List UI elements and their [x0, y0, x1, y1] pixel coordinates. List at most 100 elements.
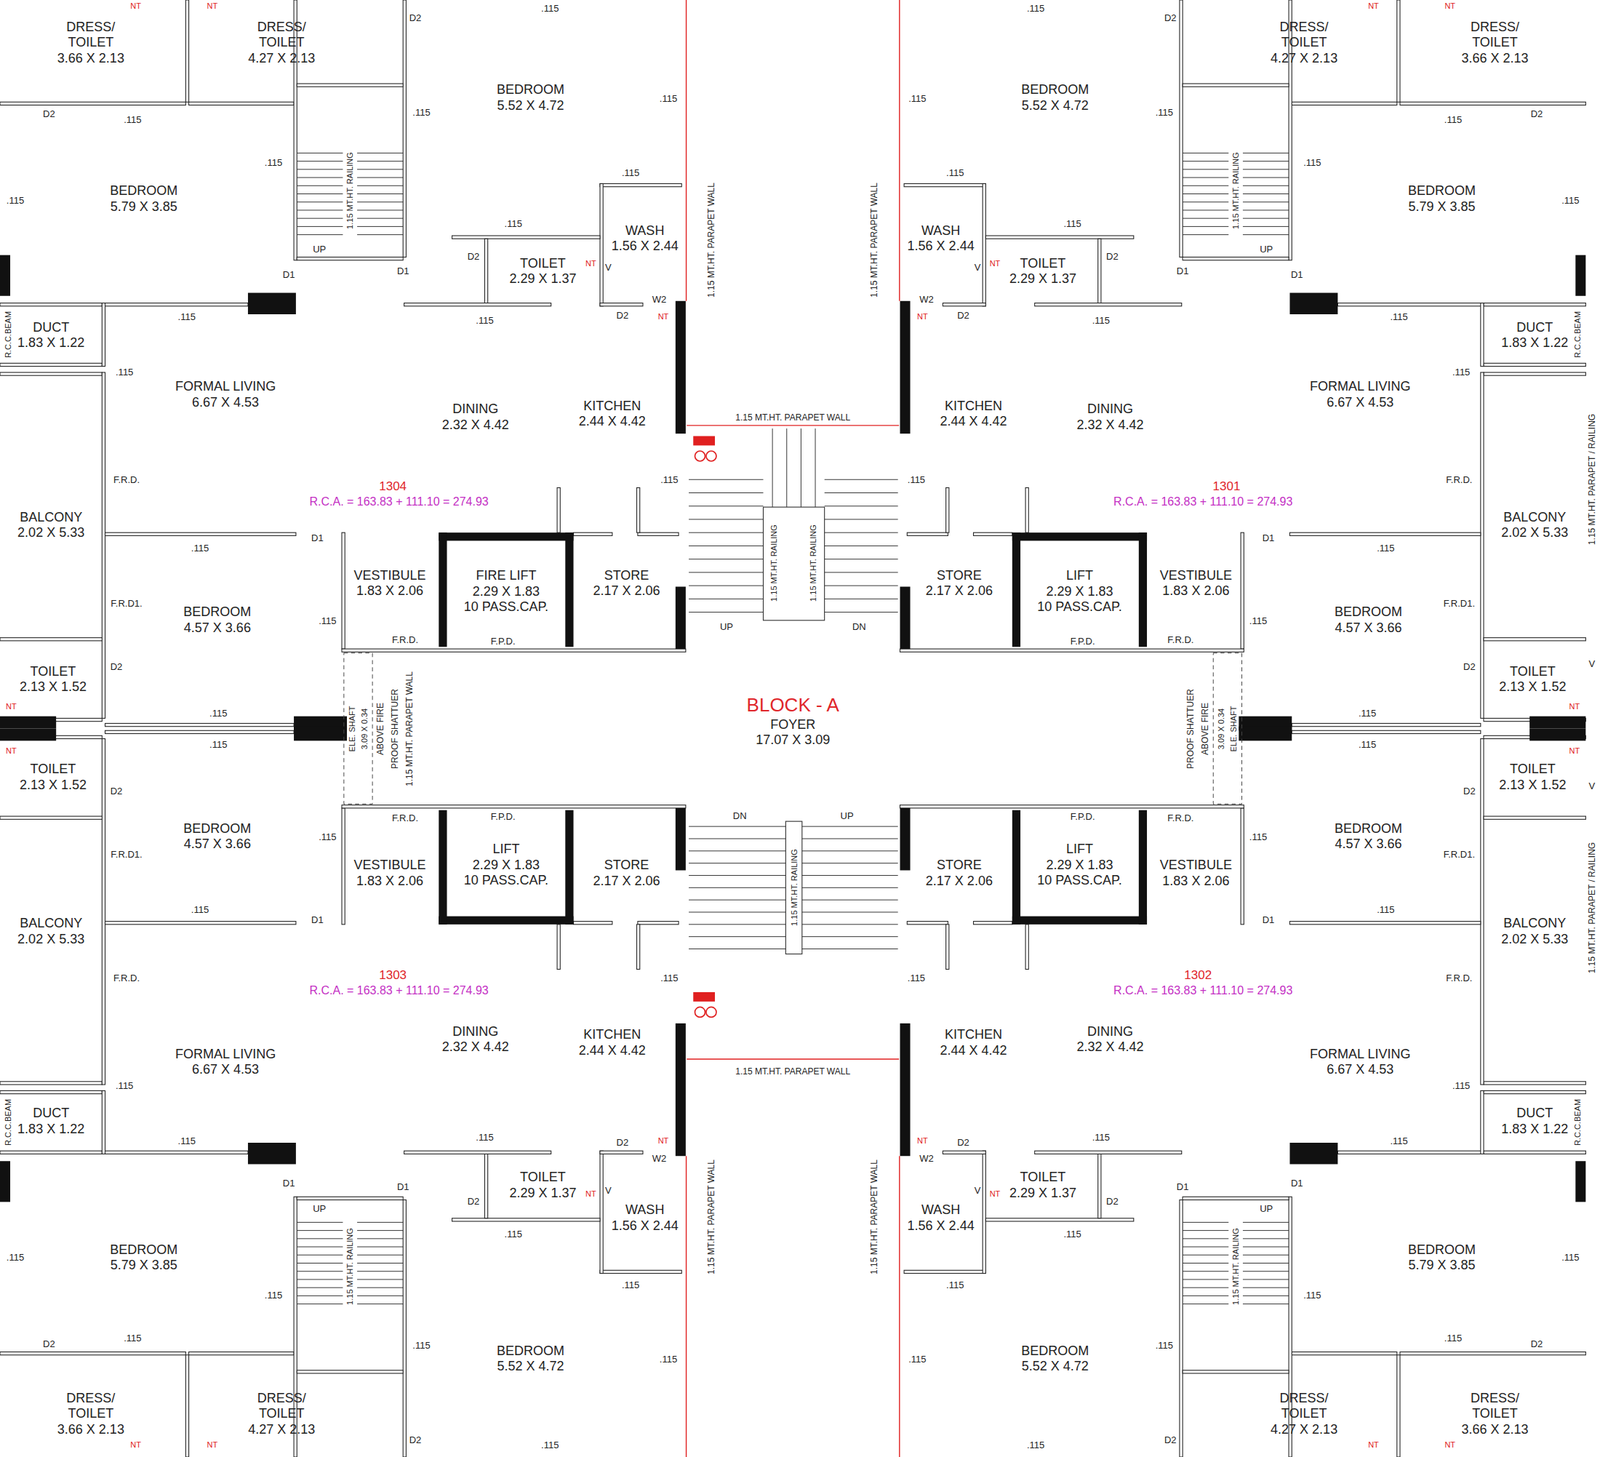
room-label: DRESS/ TOILET3.66 X 2.13 — [48, 18, 134, 68]
room-label: WASH1.56 X 2.44 — [905, 1201, 977, 1235]
unit-plan — [899, 0, 1587, 731]
door-tag: D2 — [1530, 108, 1544, 118]
room-label: DUCT1.83 X 1.22 — [15, 319, 87, 352]
door-tag: F.P.D. — [1070, 635, 1096, 646]
stair-railing — [762, 506, 824, 621]
dimension-label: .115 — [318, 832, 336, 842]
note-text: 1.15 MT.HT. PARAPET WALL — [706, 182, 716, 298]
room-label: VESTIBULE1.83 X 2.06 — [351, 856, 428, 890]
room-name: LIFT — [1037, 568, 1122, 584]
dimension-label: .115 — [541, 3, 559, 14]
room-name: VESTIBULE — [353, 857, 426, 874]
door-tag: UP — [1259, 1202, 1273, 1213]
room-size: 2.02 X 5.33 — [1501, 525, 1568, 542]
room-size: 5.52 X 4.72 — [1021, 1358, 1089, 1375]
room-size: 4.27 X 2.13 — [1264, 50, 1344, 67]
room-label: DUCT1.83 X 1.22 — [1498, 1104, 1571, 1138]
dimension-label: .115 — [1452, 366, 1470, 376]
room-name: BEDROOM — [183, 604, 251, 621]
dimension-label: .115 — [504, 218, 523, 229]
note-text: 1.15 MT.HT. PARAPET WALL — [869, 182, 879, 298]
door-tag: D1 — [311, 533, 324, 543]
door-tag: D2 — [616, 1136, 630, 1147]
room-label: BEDROOM5.79 X 3.85 — [1405, 182, 1478, 216]
door-tag: W2 — [652, 293, 667, 304]
room-name: STORE — [925, 857, 993, 874]
dimension-label: .115 — [1063, 218, 1081, 229]
lift-box: LIFT2.29 X 1.8310 PASS.CAP. — [1034, 840, 1124, 890]
dimension-label: .115 — [318, 615, 336, 625]
parapet-line — [686, 1058, 899, 1059]
room-label: BEDROOM4.57 X 3.66 — [181, 603, 254, 637]
dimension-label: .115 — [1249, 615, 1267, 625]
room-name: DRESS/ TOILET — [1454, 19, 1535, 51]
room-size: 2.32 X 4.42 — [1076, 417, 1144, 434]
dimension-label: .115 — [264, 1289, 283, 1299]
dimension-label: .115 — [115, 1080, 134, 1091]
door-tag: DN — [733, 810, 747, 820]
room-size: 2.44 X 4.42 — [939, 413, 1007, 430]
room-name: BEDROOM — [496, 1343, 565, 1360]
dimension-label: .115 — [946, 1279, 964, 1289]
room-name: BEDROOM — [1021, 1343, 1089, 1360]
room-label: BALCONY2.02 X 5.33 — [15, 914, 87, 948]
room-size: 2.29 X 1.37 — [1009, 271, 1077, 288]
room-name: DINING — [1076, 1024, 1144, 1040]
room-label: TOILET2.29 X 1.37 — [1007, 255, 1079, 288]
door-tag: D1 — [397, 1181, 410, 1192]
door-tag: D2 — [1164, 12, 1177, 22]
room-size: FOYER — [746, 717, 840, 734]
room-size: 3.66 X 2.13 — [50, 1421, 131, 1438]
room-name: DUCT — [17, 1105, 85, 1122]
note-text: 1.15 MT.HT. RAILING — [1232, 1227, 1240, 1305]
room-name: DRESS/ TOILET — [1454, 1390, 1535, 1422]
note-text: 1.15 MT.HT. RAILING — [346, 1227, 355, 1305]
door-tag: D2 — [42, 1338, 56, 1349]
room-name: STORE — [925, 568, 993, 584]
room-size: 5.52 X 4.72 — [1021, 98, 1089, 115]
room-size: 10 PASS.CAP. — [464, 599, 549, 616]
dimension-label: .115 — [1092, 1131, 1110, 1142]
room-label: BEDROOM5.52 X 4.72 — [494, 81, 567, 115]
door-tag: D1 — [311, 914, 324, 924]
room-size: 6.67 X 4.53 — [1309, 394, 1411, 411]
door-tag: D1 — [282, 1177, 296, 1187]
room-name: KITCHEN — [939, 1026, 1007, 1043]
door-tag: F.R.D. — [113, 474, 140, 485]
room-label: DINING2.32 X 4.42 — [440, 1023, 512, 1056]
room-label: BALCONY2.02 X 5.33 — [1498, 509, 1571, 542]
dimension-label: .115 — [209, 738, 227, 749]
unit-plan — [899, 726, 1587, 1457]
room-name: WASH — [907, 1202, 975, 1219]
parapet-line — [686, 424, 899, 426]
room-size: 2.44 X 4.42 — [939, 1042, 1007, 1059]
unit-number: 1303 — [378, 968, 407, 981]
room-label: FORMAL LIVING6.67 X 4.53 — [173, 378, 278, 411]
room-size: 2.13 X 1.52 — [19, 777, 87, 794]
fixture-mark: NT — [5, 701, 17, 710]
dimension-label: .115 — [6, 194, 24, 205]
dimension-label: .115 — [209, 708, 227, 718]
room-size: 4.27 X 2.13 — [241, 1421, 322, 1438]
room-name: DRESS/ TOILET — [50, 1390, 131, 1422]
room-size: 2.44 X 4.42 — [578, 413, 646, 430]
room-size: 1.56 X 2.44 — [611, 238, 679, 255]
dimension-label: .115 — [908, 93, 926, 103]
area-text: R.C.A. = 163.83 + 111.10 = 274.93 — [1113, 984, 1293, 997]
fixture-mark: NT — [917, 312, 928, 320]
door-tag: F.R.D. — [392, 812, 419, 822]
dimension-label: .115 — [1389, 1136, 1408, 1146]
room-name: DUCT — [17, 320, 85, 336]
door-tag: F.R.D. — [1167, 812, 1194, 822]
room-label: STORE2.17 X 2.06 — [590, 567, 662, 600]
room-name: BEDROOM — [1021, 82, 1089, 99]
note-text: ELE. SHAFT — [1229, 705, 1238, 752]
door-tag: F.R.D1. — [110, 597, 142, 608]
stair-steps — [688, 826, 899, 949]
door-tag: D1 — [1262, 914, 1275, 924]
room-size: 4.57 X 3.66 — [183, 836, 251, 853]
room-label: WASH1.56 X 2.44 — [609, 1201, 681, 1235]
room-name: FORMAL LIVING — [175, 378, 276, 395]
dimension-label: .115 — [6, 1252, 24, 1262]
room-label: BEDROOM5.52 X 4.72 — [1018, 1342, 1091, 1376]
